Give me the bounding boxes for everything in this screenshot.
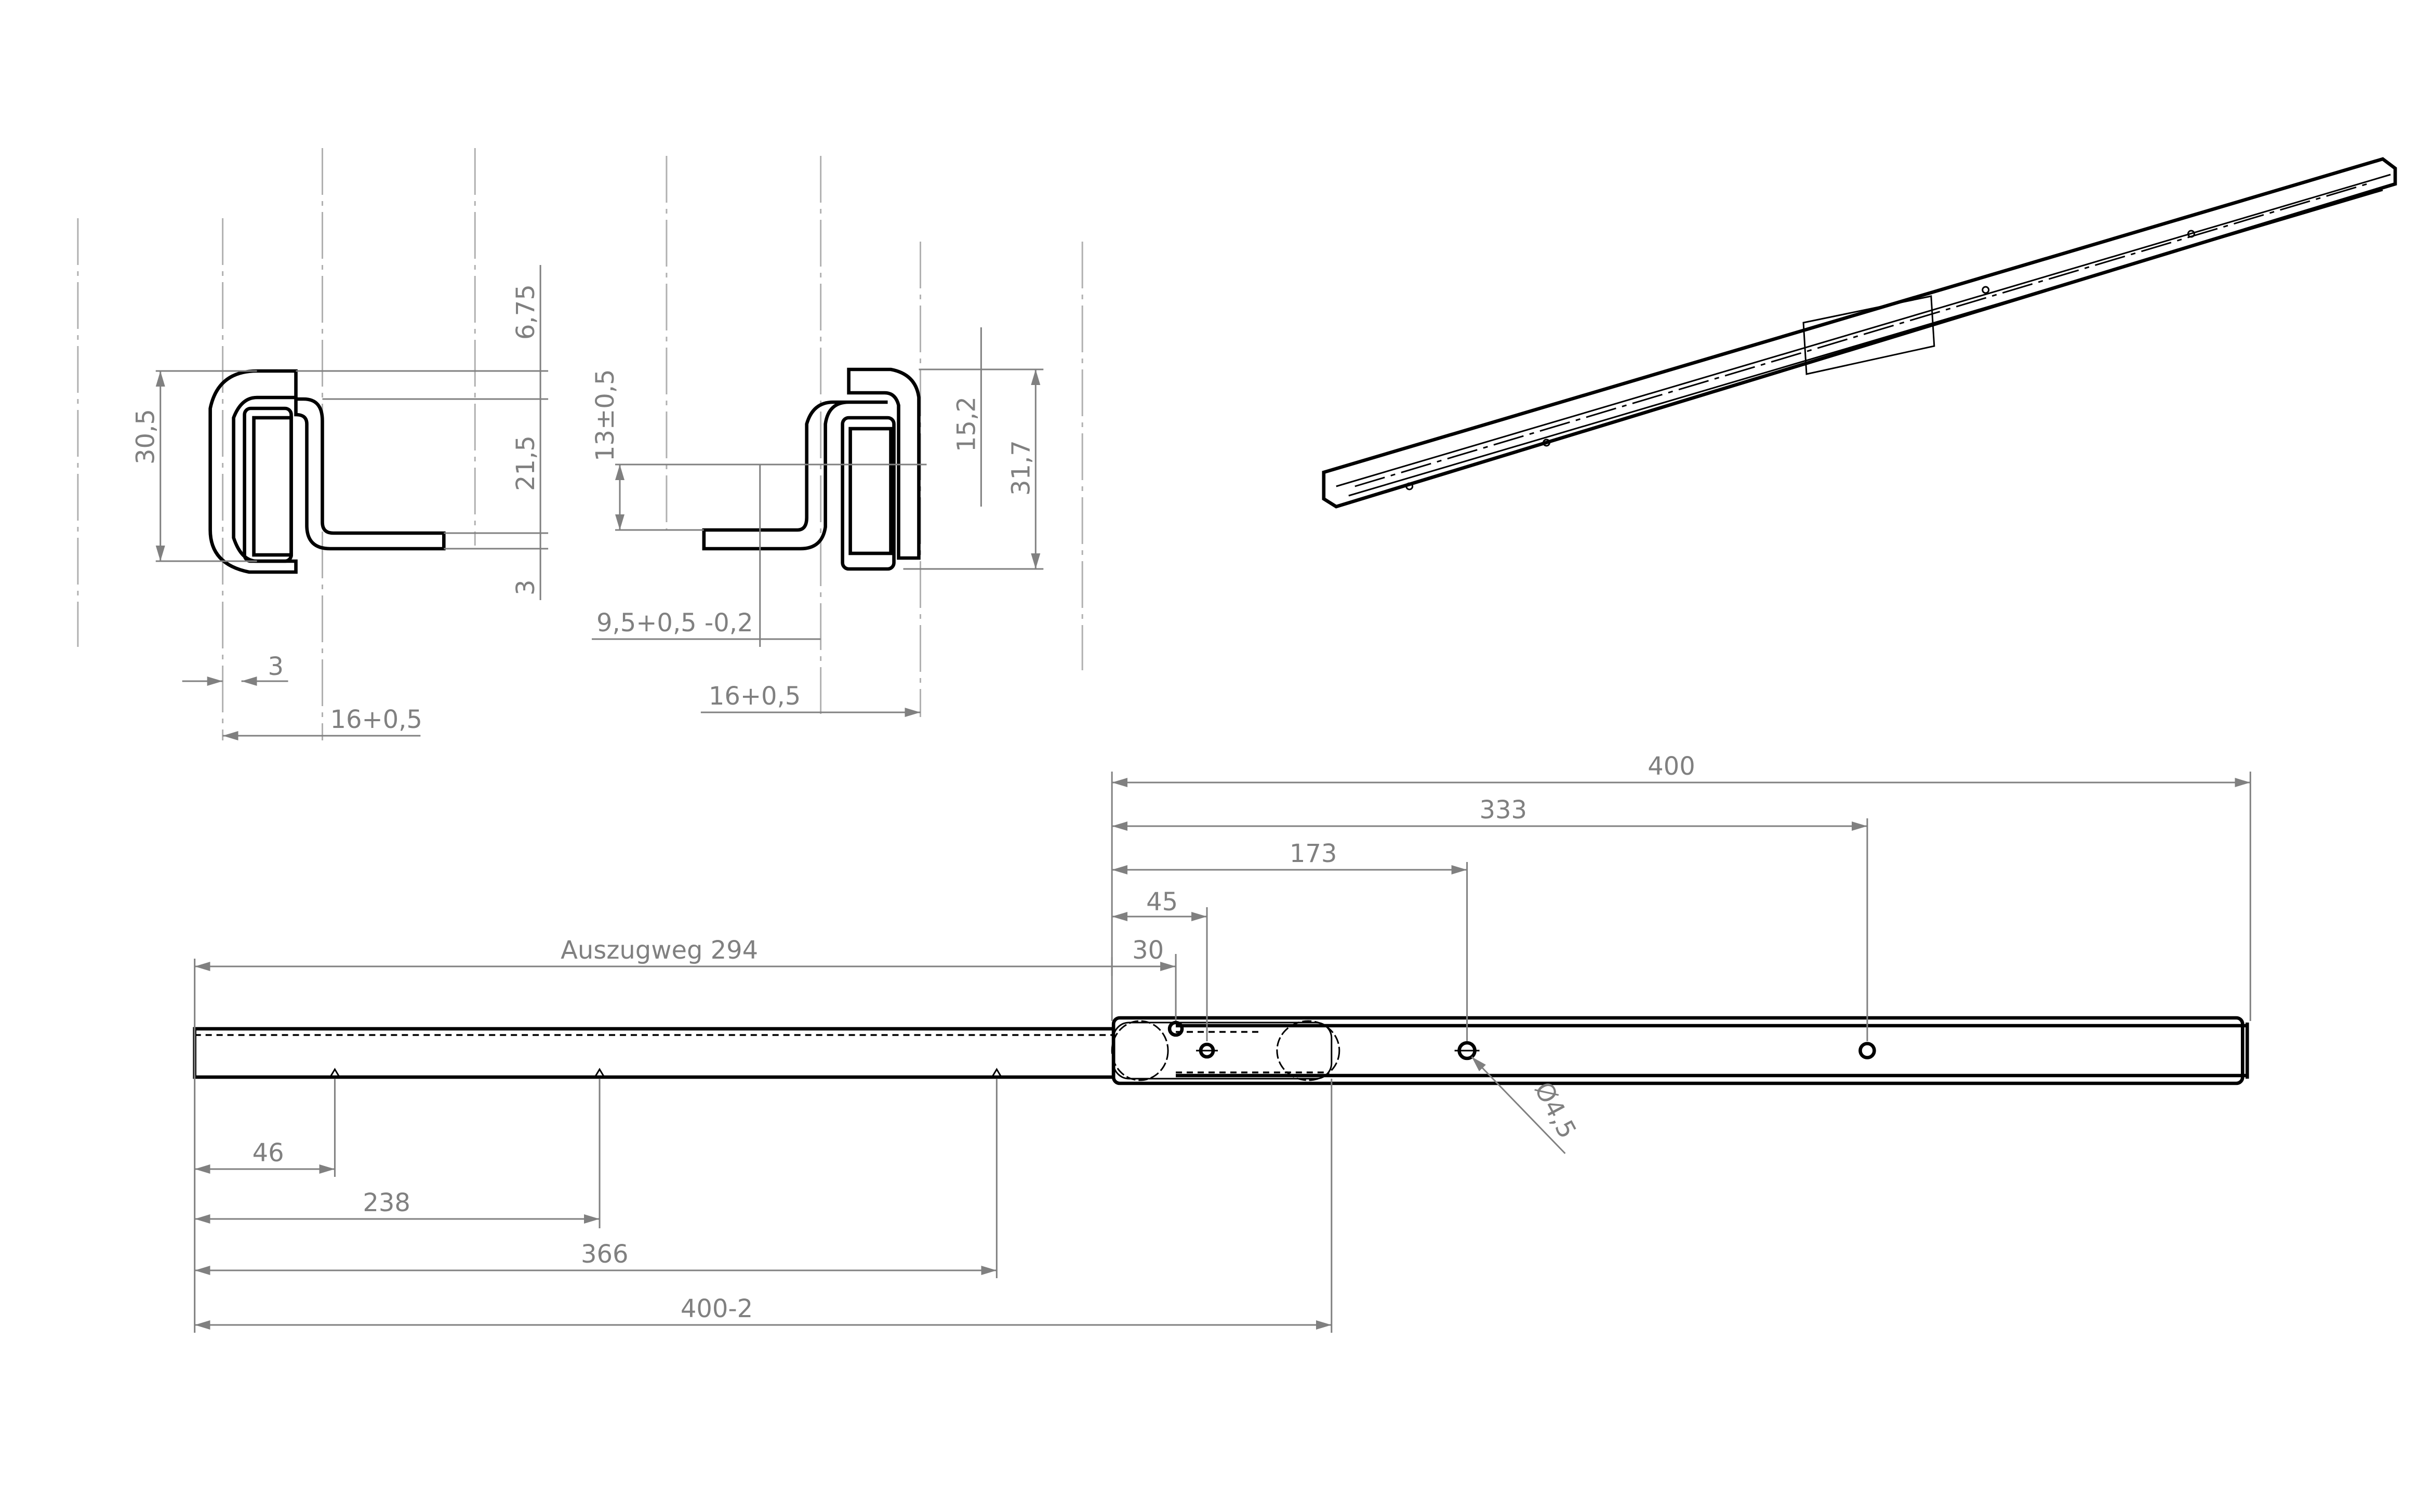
hole-icon [1196, 1042, 1218, 1059]
side-view-rail [193, 1016, 2249, 1085]
dim-3-horizontal: 3 [268, 652, 284, 681]
hole-icon [1167, 1020, 1184, 1037]
profile-section-left [208, 369, 446, 574]
hole-icon [1454, 1041, 1480, 1060]
dimensions-side-view: 400 333 173 45 30 Auszugweg 294 46 238 3… [194, 752, 2251, 1333]
dim-3-vertical: 3 [511, 579, 540, 595]
dim-21-5: 21,5 [511, 435, 540, 491]
profile-section-right [702, 367, 921, 571]
construction-lines [77, 148, 1083, 740]
dim-6-75: 6,75 [511, 284, 540, 340]
dim-30-5: 30,5 [131, 409, 161, 465]
dim-173: 173 [1290, 839, 1337, 868]
dimensions-left-profile: 30,5 6,75 21,5 3 3 16+0,5 [131, 265, 549, 740]
dim-400-2: 400-2 [681, 1294, 753, 1323]
dim-366: 366 [581, 1240, 629, 1269]
dim-hole-diameter: Ø4,5 [1529, 1077, 1582, 1143]
isometric-rail-view [1322, 157, 2397, 509]
dim-238: 238 [363, 1188, 410, 1217]
dim-46: 46 [253, 1138, 284, 1168]
dim-9-5: 9,5+0,5 -0,2 [596, 608, 753, 638]
dim-31-7: 31,7 [1006, 440, 1035, 496]
dimensions-right-profile: 13±0,5 15,2 31,7 9,5+0,5 -0,2 16+0,5 [591, 327, 1044, 717]
dim-travel-294: Auszugweg 294 [561, 936, 758, 965]
dim-16-0-5-right: 16+0,5 [709, 682, 801, 711]
dim-30: 30 [1132, 936, 1164, 965]
hole-icon [1858, 1042, 1876, 1059]
dim-45: 45 [1146, 887, 1178, 917]
dim-13-pm-0-5: 13±0,5 [591, 369, 620, 461]
dim-15-2: 15,2 [952, 396, 981, 452]
dim-16-0-5-left: 16+0,5 [330, 705, 422, 734]
dim-400: 400 [1648, 752, 1695, 781]
dim-333: 333 [1480, 795, 1528, 825]
